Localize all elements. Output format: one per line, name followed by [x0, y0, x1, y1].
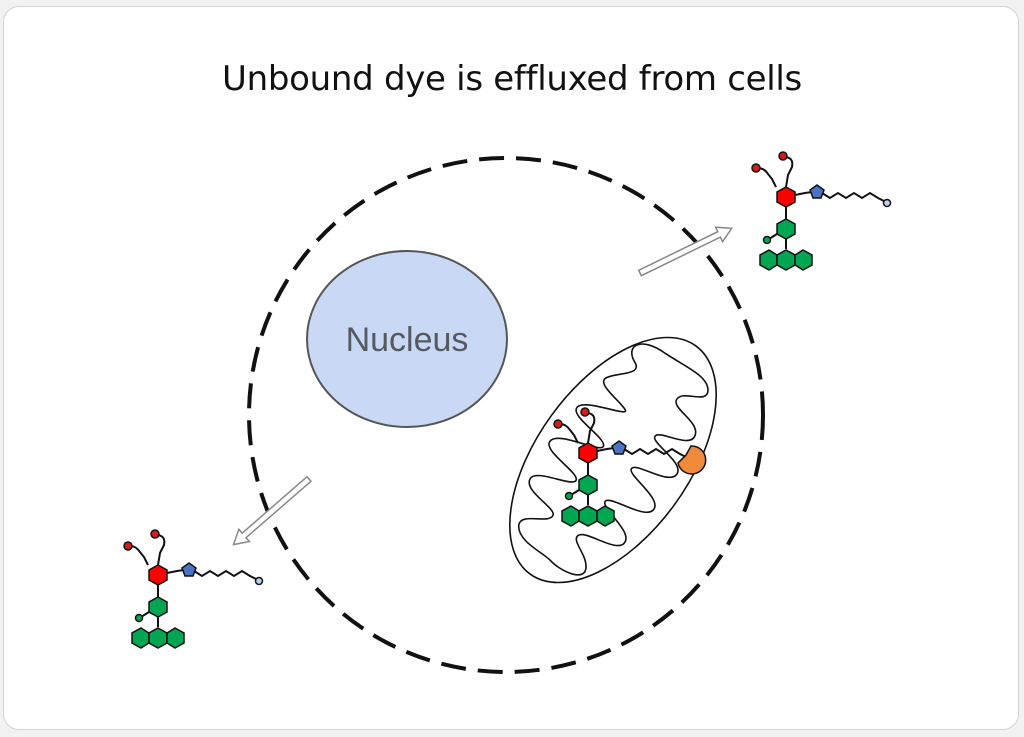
effluxed-dye-molecule-left — [123, 529, 264, 649]
cell-membrane — [247, 156, 765, 674]
diagram-canvas: Nucleus — [123, 151, 892, 674]
figure-card: Unbound dye is effluxed from cells — [3, 6, 1019, 730]
efflux-arrow-right — [637, 226, 734, 277]
figure-title: Unbound dye is effluxed from cells — [222, 59, 802, 99]
nucleus-label: Nucleus — [346, 321, 469, 359]
effluxed-dye-molecule-right — [751, 151, 892, 271]
bound-dye-molecule — [553, 407, 707, 527]
efflux-arrow-left — [232, 475, 313, 546]
mitochondrion — [509, 336, 717, 584]
target-protein — [677, 445, 707, 475]
nucleus: Nucleus — [306, 250, 508, 428]
